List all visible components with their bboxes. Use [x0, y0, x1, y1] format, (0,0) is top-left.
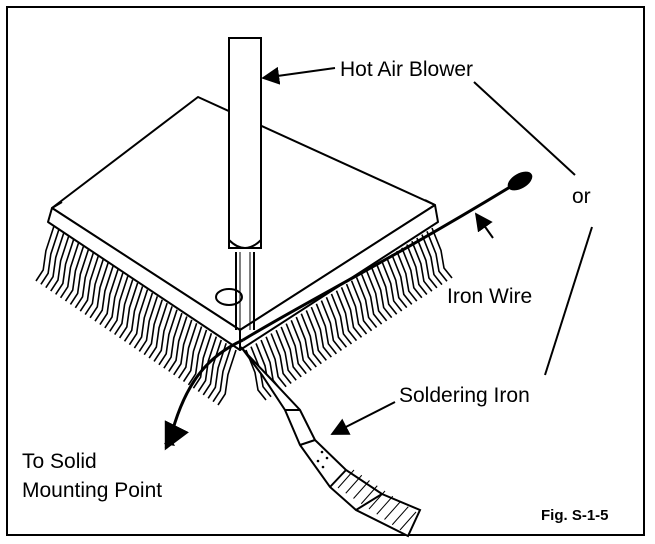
- chip-pin: [370, 267, 393, 319]
- chip-pin: [118, 282, 139, 339]
- chip-pin: [187, 329, 208, 386]
- chip-pin: [123, 286, 144, 342]
- chip-pin: [40, 229, 60, 285]
- chip-pin: [79, 255, 100, 312]
- iron-grip-ring: [384, 501, 401, 520]
- chip-pin: [335, 290, 358, 342]
- chip-pin: [94, 265, 114, 322]
- soldering-iron-label: Soldering Iron: [399, 384, 530, 407]
- chip-pin: [325, 296, 348, 348]
- chip-pin: [365, 270, 388, 322]
- chip-pin: [182, 326, 203, 382]
- chip-pin: [158, 309, 178, 366]
- callout-lines: [261, 66, 593, 435]
- chip-pin: [275, 329, 297, 381]
- iron-grip-ring: [337, 469, 355, 489]
- chip-pin: [128, 289, 149, 346]
- chip-pin: [265, 336, 287, 388]
- chip-pin: [69, 249, 90, 305]
- chip-pin: [426, 230, 448, 282]
- iron-grip-ring: [360, 485, 378, 505]
- chip-pin: [109, 276, 129, 332]
- chip-pin: [153, 306, 173, 362]
- hot-air-blower: [215, 37, 262, 330]
- chip-pin: [386, 257, 408, 309]
- chip-pin: [74, 252, 95, 309]
- chip-pin: [360, 273, 383, 325]
- iron-grip-ring: [368, 490, 386, 510]
- chip-pin: [64, 245, 85, 302]
- chip-pin: [217, 349, 237, 406]
- chip-pin: [345, 283, 368, 335]
- chip-pin: [99, 269, 119, 326]
- chip-pin: [148, 302, 168, 359]
- iron-wire: [168, 171, 533, 441]
- chip-pin: [310, 306, 332, 358]
- chip-pin: [207, 343, 227, 399]
- chip-pin: [350, 280, 373, 332]
- chip-pin: [104, 272, 124, 329]
- chip-pin: [416, 237, 438, 289]
- chip-pins-right: [245, 227, 453, 401]
- chip-pin: [192, 332, 213, 389]
- hot-air-blower-label: Hot Air Blower: [340, 58, 474, 81]
- iron-grip-ring: [399, 511, 417, 531]
- iron-grip-ring: [353, 480, 370, 499]
- chip-pin: [250, 346, 272, 398]
- chip-pin: [300, 313, 322, 365]
- iron-grip-ring: [376, 495, 394, 515]
- chip-pin: [380, 260, 403, 312]
- chip-pin: [212, 346, 232, 403]
- chip-pin: [270, 333, 292, 385]
- chip-pin: [411, 240, 433, 292]
- chip-pin: [355, 277, 378, 328]
- iron-grip-ring: [391, 506, 409, 526]
- chip-pin: [315, 303, 338, 355]
- chip-pin: [173, 319, 193, 376]
- chip-pin: [421, 234, 443, 286]
- chip-pin: [396, 250, 418, 302]
- chip-pin: [177, 322, 198, 379]
- figure-id: Fig. S-1-5: [541, 507, 609, 524]
- chip-pin: [290, 320, 312, 371]
- iron-grip-ring: [345, 474, 363, 494]
- chip-pin: [168, 316, 188, 372]
- iron-wire-label: Iron Wire: [447, 285, 533, 308]
- to-solid-label-line1: To Solid: [22, 450, 97, 473]
- chip-pin: [375, 263, 398, 315]
- chip-pin: [55, 239, 75, 295]
- chip-pin: [340, 287, 363, 338]
- chip-pin: [406, 244, 428, 295]
- chip-pin: [320, 300, 343, 352]
- chip-pin: [133, 292, 154, 349]
- chip-pin: [45, 232, 65, 289]
- chip-pin: [138, 296, 159, 352]
- chip-pin: [280, 326, 302, 378]
- chip-pin: [401, 247, 423, 299]
- chip-pin: [431, 227, 453, 279]
- chip-pins-left: [35, 225, 237, 406]
- chip-pin: [305, 310, 327, 361]
- chip-pin: [89, 262, 109, 319]
- soldering-iron: [240, 346, 422, 538]
- chip-pin: [391, 254, 413, 305]
- chip-pin: [84, 259, 104, 315]
- chip-pin: [197, 336, 218, 393]
- chip-pin: [114, 279, 134, 336]
- chip-pin: [285, 323, 307, 375]
- or-label: or: [572, 185, 591, 208]
- chip-pin: [35, 225, 55, 282]
- chip-pin: [163, 312, 183, 369]
- chip-pin: [59, 242, 80, 299]
- chip-pin: [50, 235, 70, 292]
- chip-pin: [295, 316, 317, 368]
- to-solid-label-line2: Mounting Point: [22, 479, 163, 502]
- chip-pin: [143, 299, 163, 356]
- chip-pin: [330, 293, 353, 345]
- chip-pin: [202, 339, 223, 396]
- to-solid-arrowhead-icon: [164, 420, 189, 451]
